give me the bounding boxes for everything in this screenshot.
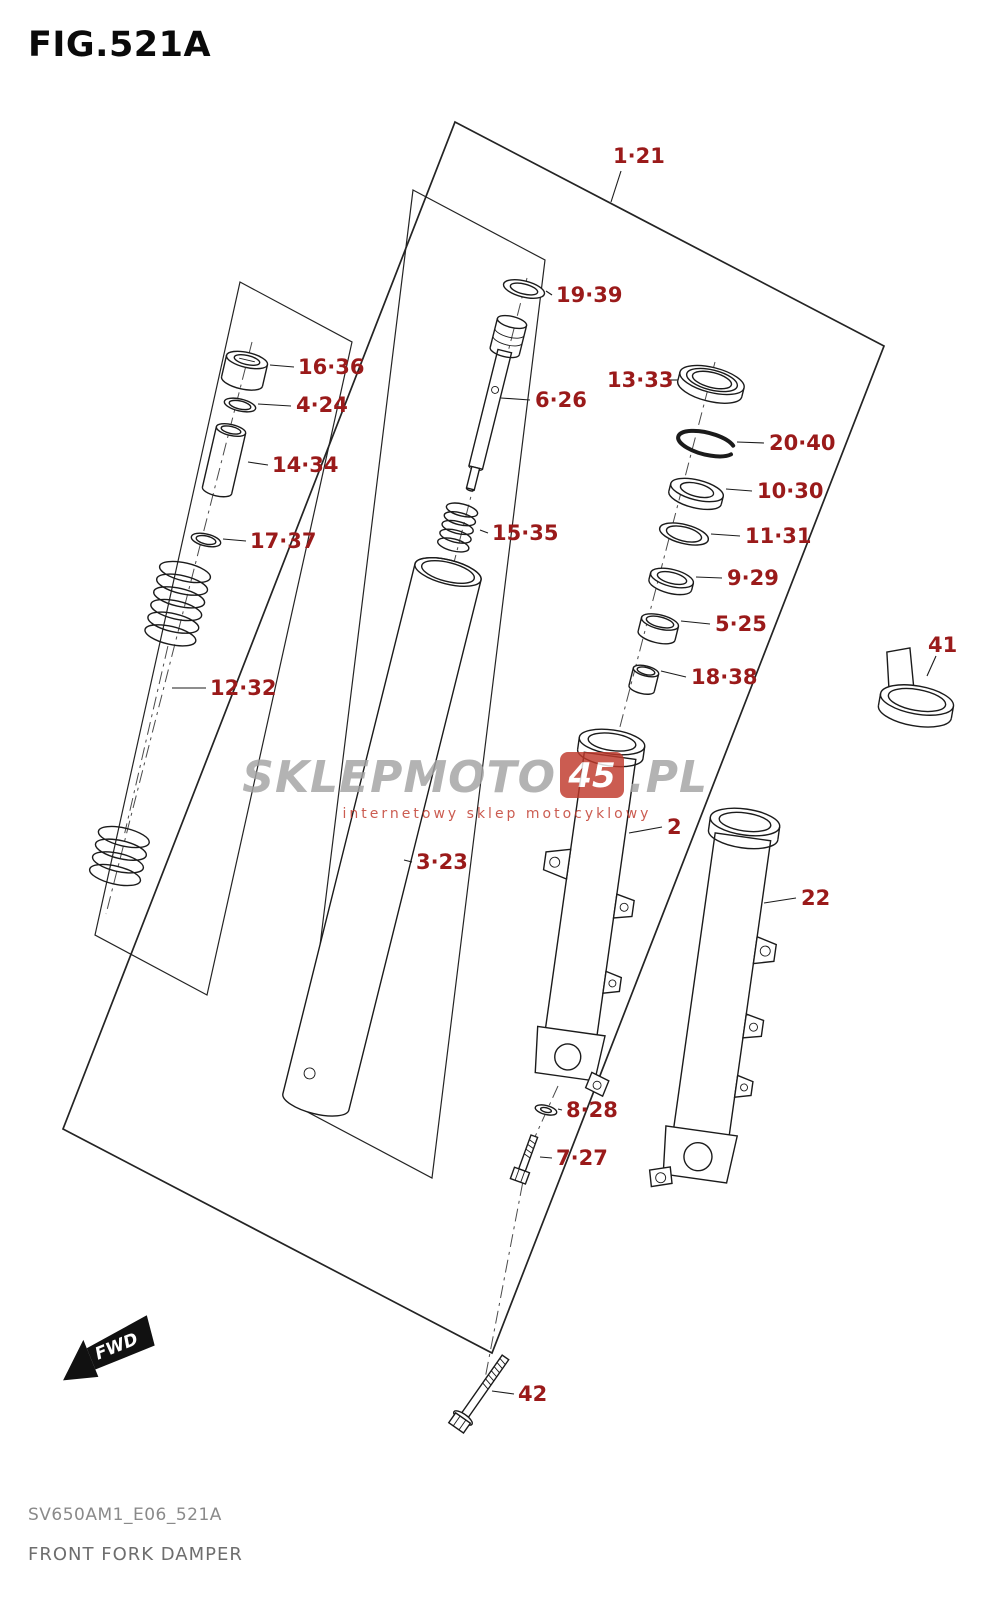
part-label-19-39: 19·39 xyxy=(556,283,622,307)
watermark-tagline: internetowy sklep motocyklowy xyxy=(343,806,652,822)
part-drawing-22-outer-tube xyxy=(648,807,781,1188)
leader-15-35 xyxy=(479,529,489,534)
part-drawing-19-39-ring xyxy=(502,279,546,299)
part-drawing-8-28-washer xyxy=(534,1104,558,1116)
leader-19-39 xyxy=(545,290,553,296)
leader-16-36 xyxy=(269,364,295,368)
leader-42 xyxy=(491,1390,515,1395)
part-label-2: 2 xyxy=(667,815,682,839)
leader-10-30 xyxy=(725,488,753,492)
leader-8-28 xyxy=(557,1108,563,1111)
leader-22 xyxy=(763,897,797,904)
part-label-22: 22 xyxy=(801,886,830,910)
part-label-5-25: 5·25 xyxy=(715,612,767,636)
part-label-17-37: 17·37 xyxy=(250,529,316,553)
diagram-panel-left xyxy=(94,281,353,996)
part-drawing-13-33-oil-seal xyxy=(676,364,745,404)
part-label-6-26: 6·26 xyxy=(535,388,587,412)
part-label-7-27: 7·27 xyxy=(556,1146,608,1170)
part-label-10-30: 10·30 xyxy=(757,479,823,503)
part-drawing-11-31-washer xyxy=(658,522,710,546)
watermark-brand: SKLEPMOTO xyxy=(242,752,556,803)
part-label-8-28: 8·28 xyxy=(566,1098,618,1122)
part-label-42: 42 xyxy=(518,1382,547,1406)
leader-9-29 xyxy=(695,576,723,579)
part-label-41: 41 xyxy=(928,633,957,657)
part-label-18-38: 18·38 xyxy=(691,665,757,689)
leader-6-26 xyxy=(500,397,531,401)
leader-5-25 xyxy=(680,620,711,625)
document-code: SV650AM1_E06_521A xyxy=(28,1505,222,1525)
leader-18-38 xyxy=(660,670,687,678)
part-label-12-32: 12·32 xyxy=(210,676,276,700)
fwd-marker: FWD xyxy=(63,1315,155,1381)
part-label-15-35: 15·35 xyxy=(492,521,558,545)
leader-2 xyxy=(628,826,663,834)
fwd-arrow-tip xyxy=(63,1339,99,1381)
part-drawing-3-23-inner-tube xyxy=(282,557,482,1117)
leader-17-37 xyxy=(222,538,247,542)
part-label-13-33: 13·33 xyxy=(607,368,673,392)
part-label-3-23: 3·23 xyxy=(416,850,468,874)
leader-4-24 xyxy=(257,403,292,407)
diagram-outer-frame xyxy=(61,120,886,1355)
watermark-suffix: .PL xyxy=(628,752,708,803)
part-label-16-36: 16·36 xyxy=(298,355,364,379)
part-drawing-18-38-bushing xyxy=(628,664,660,695)
part-label-20-40: 20·40 xyxy=(769,431,835,455)
figure-caption: FRONT FORK DAMPER xyxy=(28,1544,243,1565)
part-drawing-10-30-seal xyxy=(668,477,725,511)
part-label-14-34: 14·34 xyxy=(272,453,338,477)
diagram-panel-middle xyxy=(299,189,546,1179)
part-drawing-41-cap xyxy=(877,647,955,728)
watermark-accent-badge xyxy=(560,752,624,798)
part-drawing-15-35-rebound-spring xyxy=(435,499,480,556)
part-drawing-17-37-ring xyxy=(190,532,222,548)
part-drawing-42-bolt xyxy=(447,1354,510,1434)
part-drawing-16-36-cap xyxy=(220,350,269,391)
part-drawing-2-outer-tube xyxy=(534,728,646,1098)
part-label-11-31: 11·31 xyxy=(745,524,811,548)
axis-line-bottom-bolt xyxy=(483,1085,559,1385)
part-drawing-9-29-ring xyxy=(648,567,695,596)
leader-3-23 xyxy=(403,859,413,863)
leader-41 xyxy=(926,655,937,677)
part-drawing-12-32-spring xyxy=(86,556,214,891)
fwd-arrow-body xyxy=(86,1315,155,1370)
part-drawing-7-27-bolt xyxy=(509,1134,539,1185)
figure-title: FIG.521A xyxy=(28,25,211,65)
part-label-1-21: 1·21 xyxy=(613,144,665,168)
leader-1-21 xyxy=(610,170,622,203)
watermark: SKLEPMOTO 45 .PL internetowy sklep motoc… xyxy=(242,752,708,822)
part-drawing-4-24-oring xyxy=(223,397,257,413)
leader-14-34 xyxy=(247,461,269,466)
part-drawing-20-40-snap-ring xyxy=(676,428,736,459)
part-drawing-14-34-spacer xyxy=(201,422,247,498)
leader-20-40 xyxy=(736,441,765,444)
part-drawing-6-26-damper-rod xyxy=(465,314,528,492)
leader-11-31 xyxy=(710,533,741,537)
watermark-accent: 45 xyxy=(567,756,615,796)
leader-7-27 xyxy=(539,1156,553,1159)
part-label-9-29: 9·29 xyxy=(727,566,779,590)
part-label-4-24: 4·24 xyxy=(296,393,348,417)
part-drawing-5-25-bushing xyxy=(637,613,680,645)
